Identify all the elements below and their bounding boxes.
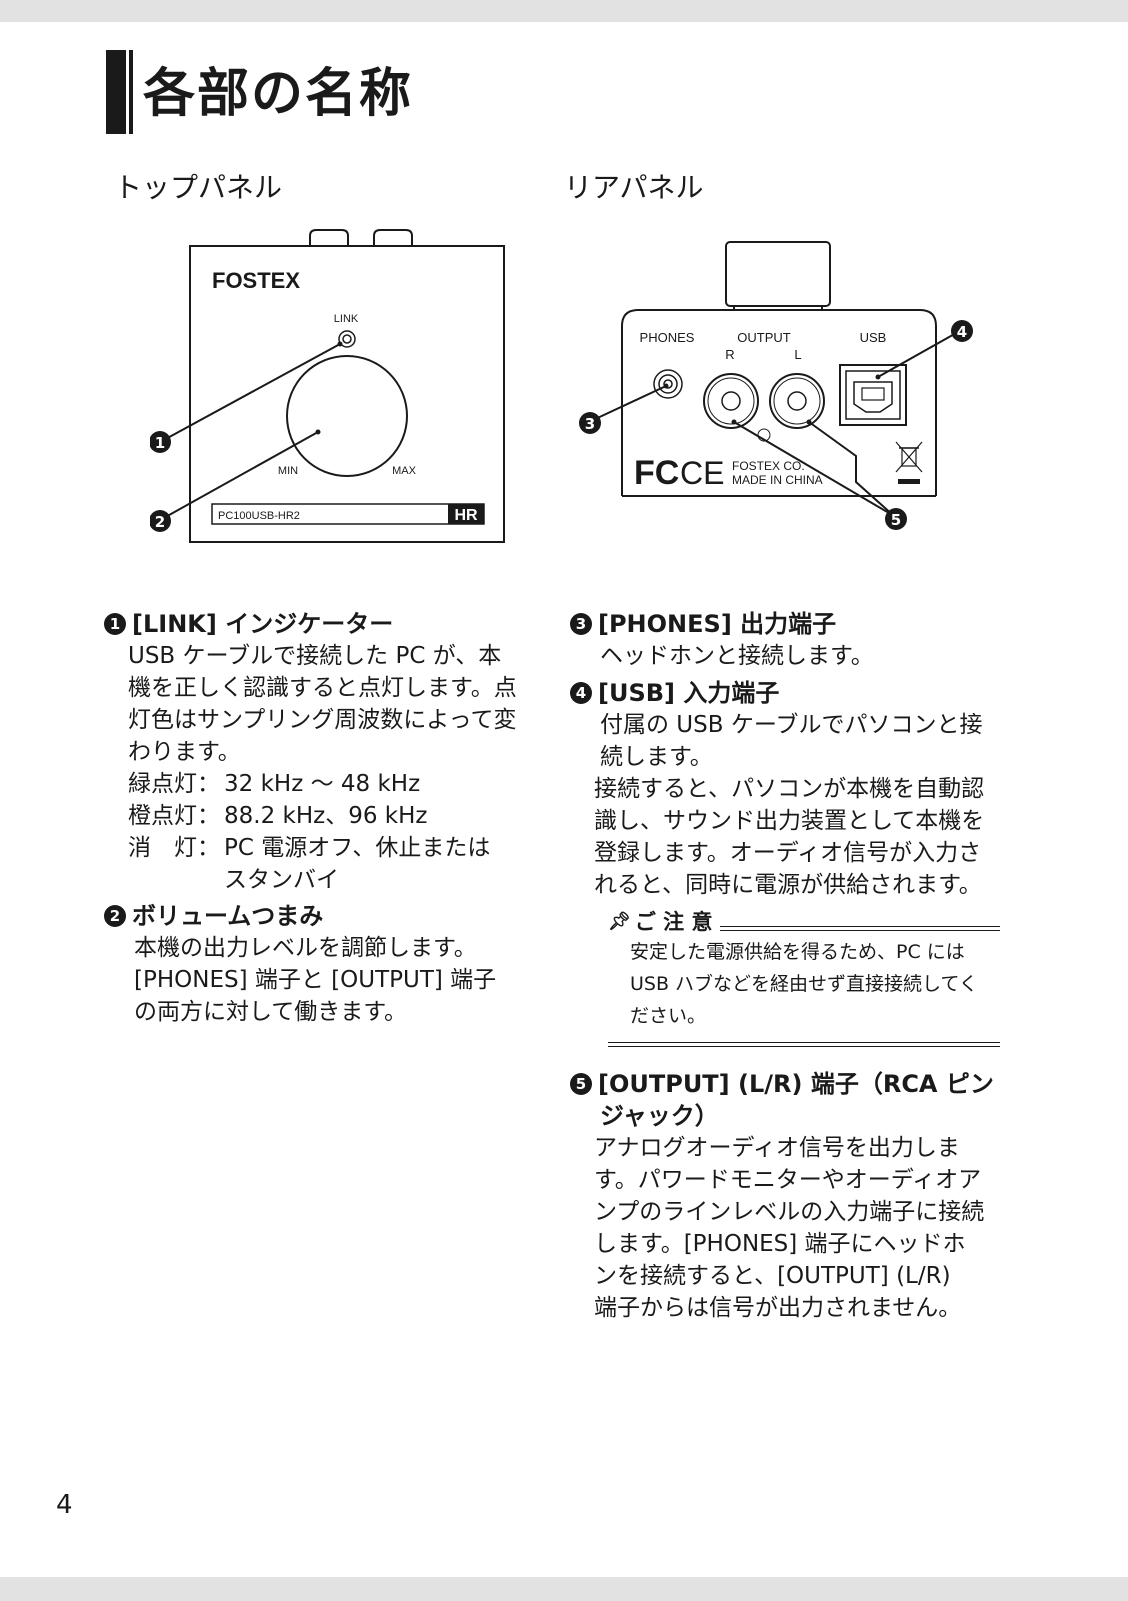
- item-usb-line2: 登録します。オーディオ信号が入力さ: [594, 840, 982, 866]
- item-link-num: 1: [104, 613, 126, 635]
- item-volume: 2 ボリュームつまみ 本機の出力レベルを調節します。 [PHONES] 端子と […: [104, 900, 544, 1028]
- min-label: MIN: [278, 465, 298, 477]
- model-label: PC100USB-HR2: [218, 510, 300, 522]
- item-volume-line: の両方に対して働きます。: [134, 999, 408, 1025]
- bottom-band: [0, 1577, 1128, 1601]
- title-marker: [106, 50, 126, 134]
- max-label: MAX: [392, 465, 417, 477]
- hr-badge-bg: [448, 504, 484, 524]
- item-phones: 3 [PHONES] 出力端子 ヘッドホンと接続します。: [570, 608, 1010, 672]
- callout-3-badge: [579, 412, 601, 434]
- item-phones-line: ヘッドホンと接続します。: [600, 643, 874, 669]
- usb-cable-plug: [725, 241, 831, 307]
- top-band: [0, 0, 1128, 22]
- callout-3: 3: [585, 415, 595, 433]
- item-usb-line2: 接続すると、パソコンが本機を自動認: [594, 776, 985, 802]
- item-usb: 4 [USB] 入力端子 付属の USB ケーブルでパソコンと接 続します。 接続…: [570, 677, 1010, 901]
- color-row-green: 緑点灯：32 kHz ～ 48 kHz: [128, 771, 421, 797]
- item-usb-num: 4: [570, 682, 592, 704]
- callout-1-badge: [150, 431, 171, 453]
- callout-2: 2: [155, 513, 165, 531]
- item-link-line: USB ケーブルで接続した PC が、本: [128, 643, 502, 669]
- item-link-title: [LINK] インジケーター: [132, 610, 394, 638]
- callout-2-badge: [150, 510, 171, 532]
- usb-label: USB: [860, 330, 887, 345]
- l-label: L: [794, 347, 801, 362]
- caution-line: ださい。: [630, 1005, 707, 1027]
- r-label: R: [725, 347, 734, 362]
- volume-knob: [286, 355, 408, 477]
- item-output-line: アナログオーディオ信号を出力しま: [594, 1135, 960, 1161]
- item-link-line: 灯色はサンプリング周波数によって変: [128, 707, 517, 733]
- item-output-num: 5: [570, 1073, 592, 1095]
- maker-line1: FOSTEX CO.: [732, 459, 805, 473]
- caution-line: USB ハブなどを経由せず直接接続してく: [630, 973, 978, 995]
- top-jack-right: [373, 229, 413, 246]
- brand-logo: FOSTEX: [212, 268, 300, 293]
- color-row-off: 消 灯：PC 電源オフ、休止または: [128, 835, 491, 861]
- callout-line-5b: [808, 421, 895, 517]
- phones-label: PHONES: [640, 330, 695, 345]
- weee-icon: [895, 441, 923, 484]
- callout-line-5a: [733, 421, 895, 517]
- item-usb-line2: 識し、サウンド出力装置として本機を: [594, 808, 985, 834]
- item-output: 5 [OUTPUT] (L/R) 端子（RCA ピン ジャック） アナログオーディ…: [570, 1068, 1010, 1324]
- caution-title: ご 注 意: [634, 910, 713, 934]
- maker-line2: MADE IN CHINA: [732, 473, 823, 487]
- rear-panel-figure: PHONES OUTPUT R L USB FC CE FOSTEX CO. M…: [579, 241, 973, 530]
- top-panel-heading: トップパネル: [114, 171, 283, 204]
- output-label: OUTPUT: [737, 330, 791, 345]
- link-label: LINK: [334, 313, 359, 325]
- item-phones-num: 3: [570, 613, 592, 635]
- page-title: 各部の名称: [143, 64, 414, 124]
- callout-line-4: [877, 331, 959, 378]
- callout-line-3: [590, 385, 667, 422]
- item-volume-line: [PHONES] 端子と [OUTPUT] 端子: [134, 967, 497, 993]
- rear-panel-heading: リアパネル: [564, 171, 704, 204]
- item-volume-title: ボリュームつまみ: [132, 902, 324, 930]
- item-output-line: 端子からは信号が出力されません。: [594, 1295, 962, 1321]
- fcc-mark: FC: [634, 454, 679, 492]
- item-output-line: します。[PHONES] 端子にヘッドホ: [594, 1231, 966, 1257]
- pushpin-icon: 📌︎: [608, 910, 631, 932]
- item-output-title: [OUTPUT] (L/R) 端子（RCA ピン: [598, 1070, 994, 1098]
- color-row-off-cont: スタンバイ: [224, 867, 339, 893]
- item-usb-line: 続します。: [600, 744, 713, 770]
- callout-line-1: [161, 343, 341, 442]
- hr-badge: HR: [454, 507, 478, 524]
- callout-4-badge: [951, 320, 973, 342]
- item-link-line: 機を正しく認識すると点灯します。点: [128, 675, 517, 701]
- callout-4: 4: [957, 323, 967, 341]
- callout-5: 5: [891, 511, 901, 529]
- link-led-inner: [342, 334, 352, 344]
- top-panel-figure: FOSTEX LINK MIN MAX PC100USB-HR2 HR 1 2: [150, 229, 505, 543]
- item-phones-title: [PHONES] 出力端子: [598, 610, 837, 638]
- top-jack-left: [309, 229, 349, 246]
- item-output-line: す。パワードモニターやオーディオア: [594, 1167, 982, 1193]
- caution-note: 📌︎ ご 注 意 安定した電源供給を得るため、PC には USB ハブなどを経由…: [608, 906, 1000, 1047]
- item-output-line: ンを接続すると、[OUTPUT] (L/R): [594, 1263, 951, 1289]
- caution-line: 安定した電源供給を得るため、PC には: [630, 941, 965, 963]
- item-usb-line2: れると、同時に電源が供給されます。: [594, 872, 982, 898]
- ce-mark: CE: [680, 455, 724, 491]
- item-link: 1 [LINK] インジケーター USB ケーブルで接続した PC が、本 機を正…: [104, 608, 544, 896]
- caution-rule: [720, 925, 1000, 931]
- title-marker-thin: [129, 50, 133, 134]
- item-volume-num: 2: [104, 905, 126, 927]
- item-output-line: ンプのラインレベルの入力端子に接続: [594, 1199, 985, 1225]
- callout-5-badge: [885, 508, 907, 530]
- item-volume-line: 本機の出力レベルを調節します。: [134, 935, 477, 961]
- item-usb-title: [USB] 入力端子: [598, 679, 780, 707]
- item-usb-line: 付属の USB ケーブルでパソコンと接: [600, 712, 983, 738]
- callout-1: 1: [155, 434, 165, 452]
- caution-footer-rule: [608, 1042, 1000, 1047]
- callout-line-2: [161, 431, 319, 520]
- page-number: 4: [56, 1490, 73, 1520]
- item-output-title-cont: ジャック）: [600, 1102, 719, 1130]
- color-row-orange: 橙点灯：88.2 kHz、96 kHz: [128, 803, 428, 829]
- item-link-line: わります。: [128, 739, 241, 765]
